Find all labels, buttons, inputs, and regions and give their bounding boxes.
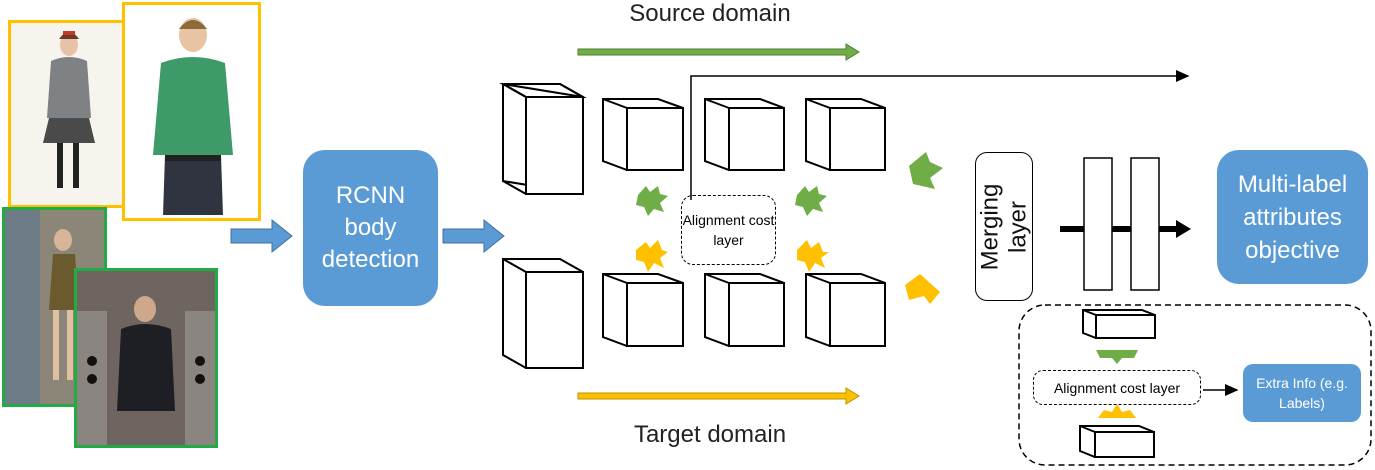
yellow-arrow-to-merge [905,274,940,304]
cuboid-bottom-4 [805,273,886,347]
extra-info-label: Extra Info (e.g. Labels) [1256,375,1348,411]
extra-info-box: Extra Info (e.g. Labels) [1243,364,1361,422]
rcnn-label: RCNN body detection [321,182,420,273]
arrow-to-rcnn [230,218,293,254]
fc-layer-2 [1130,157,1160,291]
cuboid-top-2 [602,98,684,171]
top-bypass-line [690,70,1190,200]
cuboid-top-4 [805,98,886,171]
panel-cuboid-top [1082,309,1156,339]
cuboid-top-3 [704,98,785,171]
alignment-cost-layer-bottom: Alignment cost layer [1033,370,1201,405]
cuboid-bottom-large [502,258,584,369]
panel-green-arrow [1096,350,1138,364]
multilabel-label: Multi-label attributes objective [1237,170,1348,264]
yellow-arrow-left [636,240,668,272]
target-domain-label: Target domain [633,421,787,448]
source-domain-label: Source domain [629,0,791,27]
multilabel-objective-box: Multi-label attributes objective [1217,150,1368,284]
cuboid-top-large [499,82,587,196]
source-domain-arrow [577,43,860,61]
alignment-bottom-label: Alignment cost layer [1053,379,1181,396]
panel-cuboid-bottom [1079,425,1155,458]
arrow-from-rcnn [442,218,505,254]
panel-yellow-arrow [1098,404,1136,418]
extra-info-panel [1018,304,1372,466]
merging-layer-box: Merging layer [975,152,1033,301]
target-photo-man-turnstile [74,268,218,448]
source-photo-woman [8,20,126,208]
green-arrow-right [795,186,827,216]
green-arrow-left [636,186,668,216]
target-domain-arrow [577,387,860,405]
source-photo-man [122,2,261,221]
cuboid-bottom-2 [602,273,684,347]
alignment-top-label: Alignment cost layer [682,212,775,248]
cuboid-bottom-3 [704,273,785,347]
merge-flow-3 [1159,220,1191,238]
yellow-arrow-right [797,240,829,272]
green-arrow-to-merge [909,152,943,189]
alignment-cost-layer-top: Alignment cost layer [681,195,776,265]
fc-layer-1 [1083,157,1113,291]
rcnn-body-detection-box: RCNN body detection [303,150,438,306]
